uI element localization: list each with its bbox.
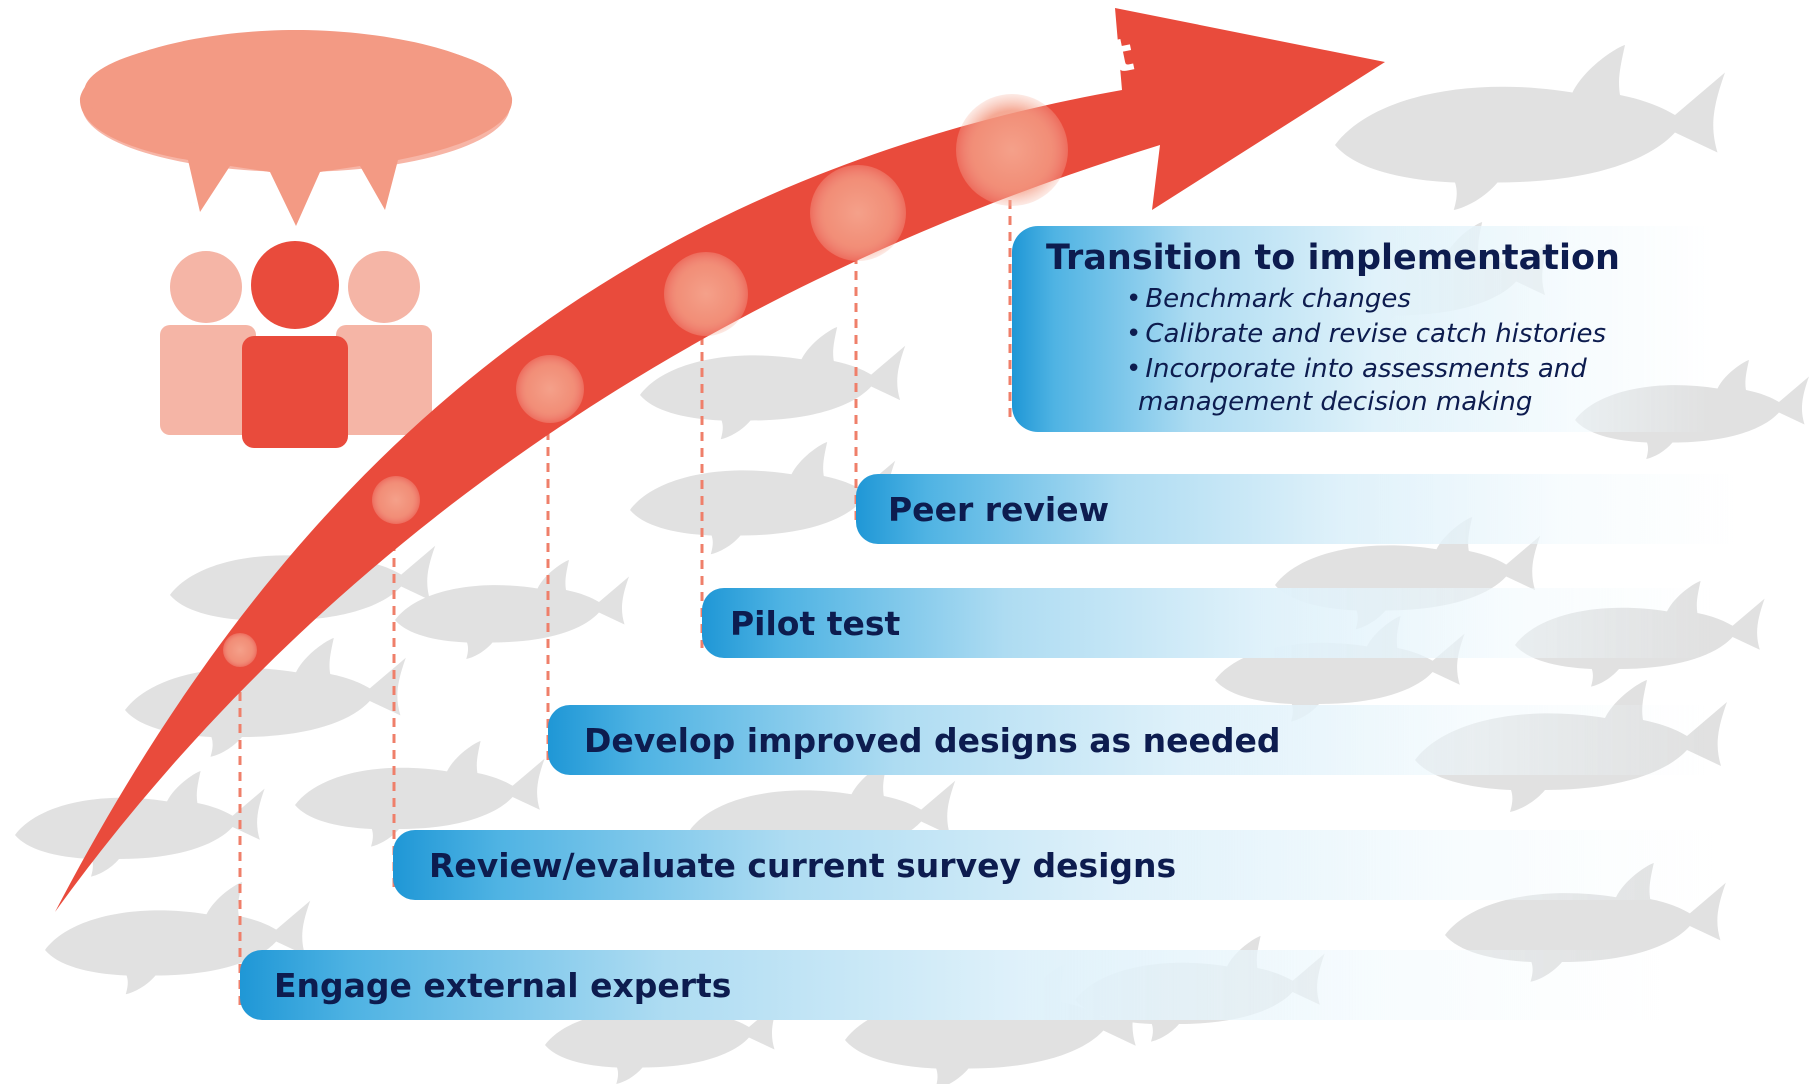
bullet-text: Incorporate into assessments and — [1145, 354, 1587, 384]
milestone-glow — [372, 476, 420, 524]
step-transition-to-implementation: Transition to implementation •Benchmark … — [1012, 226, 1712, 432]
step-label: Pilot test — [730, 603, 901, 643]
step-bar-fill — [240, 950, 1660, 1020]
milestone-glow — [664, 252, 748, 336]
connector-lines — [238, 200, 1012, 1010]
bullet-item: •Benchmark changes — [1126, 284, 1411, 314]
stakeholder-group-icon — [160, 241, 432, 448]
implementation-bullets: •Benchmark changes •Calibrate and revise… — [1126, 282, 1606, 387]
step-bar-fill — [856, 474, 1736, 544]
step-pilot-test: Pilot test — [702, 588, 1712, 658]
bullet-item: •Incorporate into assessments and — [1126, 354, 1587, 384]
bullet-continuation: management decision making — [1138, 387, 1533, 417]
bullet-item: •Calibrate and revise catch histories — [1126, 319, 1607, 349]
fish-silhouette-icon — [1335, 45, 1725, 210]
bullet-text: Benchmark changes — [1145, 284, 1411, 314]
step-label: Review/evaluate current survey designs — [429, 845, 1177, 885]
step-label: Peer review — [888, 489, 1110, 529]
step-develop-improved-designs: Develop improved designs as needed — [548, 705, 1708, 775]
implementation-title: Transition to implementation — [1046, 238, 1620, 278]
milestone-glow — [516, 355, 584, 423]
milestone-glow — [810, 165, 906, 261]
step-peer-review: Peer review — [856, 474, 1736, 544]
step-engage-external-experts: Engage external experts — [240, 950, 1660, 1020]
step-review-evaluate-designs: Review/evaluate current survey designs — [393, 830, 1713, 900]
milestone-glow — [956, 94, 1068, 206]
speech-bubble-icon — [79, 30, 513, 226]
step-bar-fill — [393, 830, 1713, 900]
fish-silhouette-icon — [395, 560, 629, 659]
milestone-glow — [223, 633, 257, 667]
bullet-text: Calibrate and revise catch histories — [1145, 319, 1607, 349]
step-bar-fill — [702, 588, 1712, 658]
step-label: Engage external experts — [274, 965, 732, 1005]
step-label: Develop improved designs as needed — [584, 720, 1281, 760]
step-bar-fill — [1012, 226, 1712, 432]
arrow-milestones — [223, 94, 1068, 667]
step-bar-fill — [548, 705, 1708, 775]
